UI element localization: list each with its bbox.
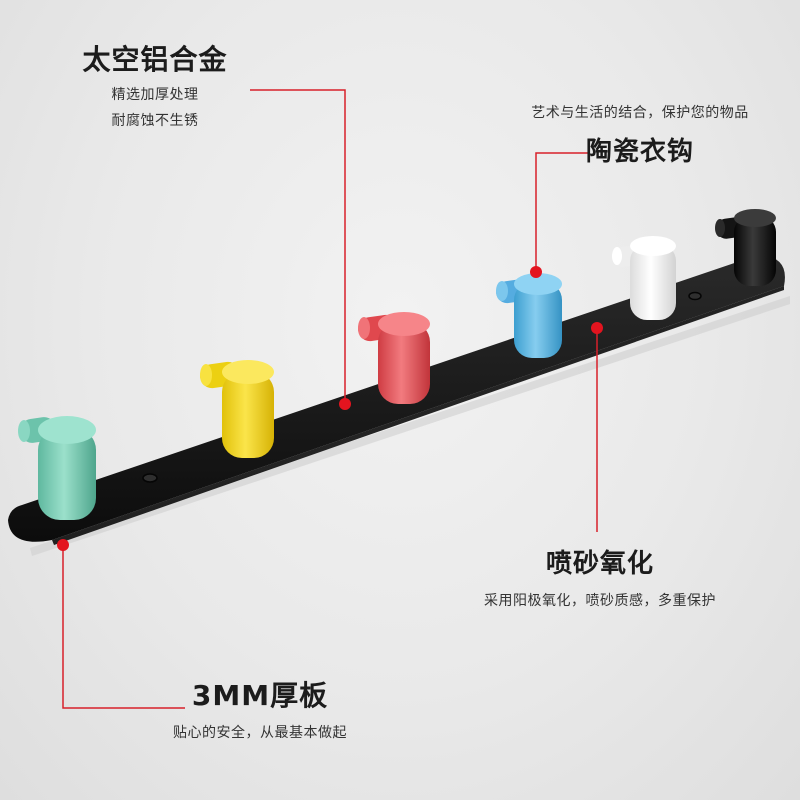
ceramic-hook-black	[715, 209, 776, 286]
aluminum-annotation: 太空铝合金 精选加厚处理 耐腐蚀不生锈	[60, 38, 250, 134]
ceramic-caption: 艺术与生活的结合，保护您的物品	[531, 105, 749, 121]
screw-hole	[688, 291, 702, 301]
leader-line-ceramic	[530, 152, 590, 278]
ceramic-hook-green	[18, 416, 96, 520]
leader-line-aluminum	[250, 89, 351, 410]
leader-line-spray	[591, 322, 603, 532]
rail-edge	[52, 286, 784, 545]
ceramic-hook-red	[358, 312, 430, 404]
leader-line-thickness	[57, 539, 185, 709]
spray-title: 喷砂氧化	[545, 549, 654, 579]
spray-caption: 采用阳极氧化，喷砂质感，多重保护	[484, 593, 716, 609]
thickness-annotation: 3MM厚板 贴心的安全，从最基本做起	[140, 672, 380, 746]
thickness-caption: 贴心的安全，从最基本做起	[173, 725, 347, 741]
thickness-title: 3MM厚板	[191, 679, 329, 712]
ceramic-title: 陶瓷衣钩	[585, 137, 694, 167]
spray-annotation: 喷砂氧化 采用阳极氧化，喷砂质感，多重保护	[445, 540, 755, 614]
aluminum-line-1: 精选加厚处理	[111, 87, 199, 103]
aluminum-line-2: 耐腐蚀不生锈	[111, 113, 199, 129]
ceramic-hook-yellow	[200, 360, 274, 458]
rail-shadow	[30, 296, 790, 556]
aluminum-title: 太空铝合金	[82, 43, 228, 76]
ceramic-hook-blue	[496, 273, 562, 358]
ceramic-annotation: 艺术与生活的结合，保护您的物品 陶瓷衣钩	[490, 100, 790, 174]
ceramic-hook-white	[612, 236, 676, 320]
screw-hole	[142, 473, 158, 483]
